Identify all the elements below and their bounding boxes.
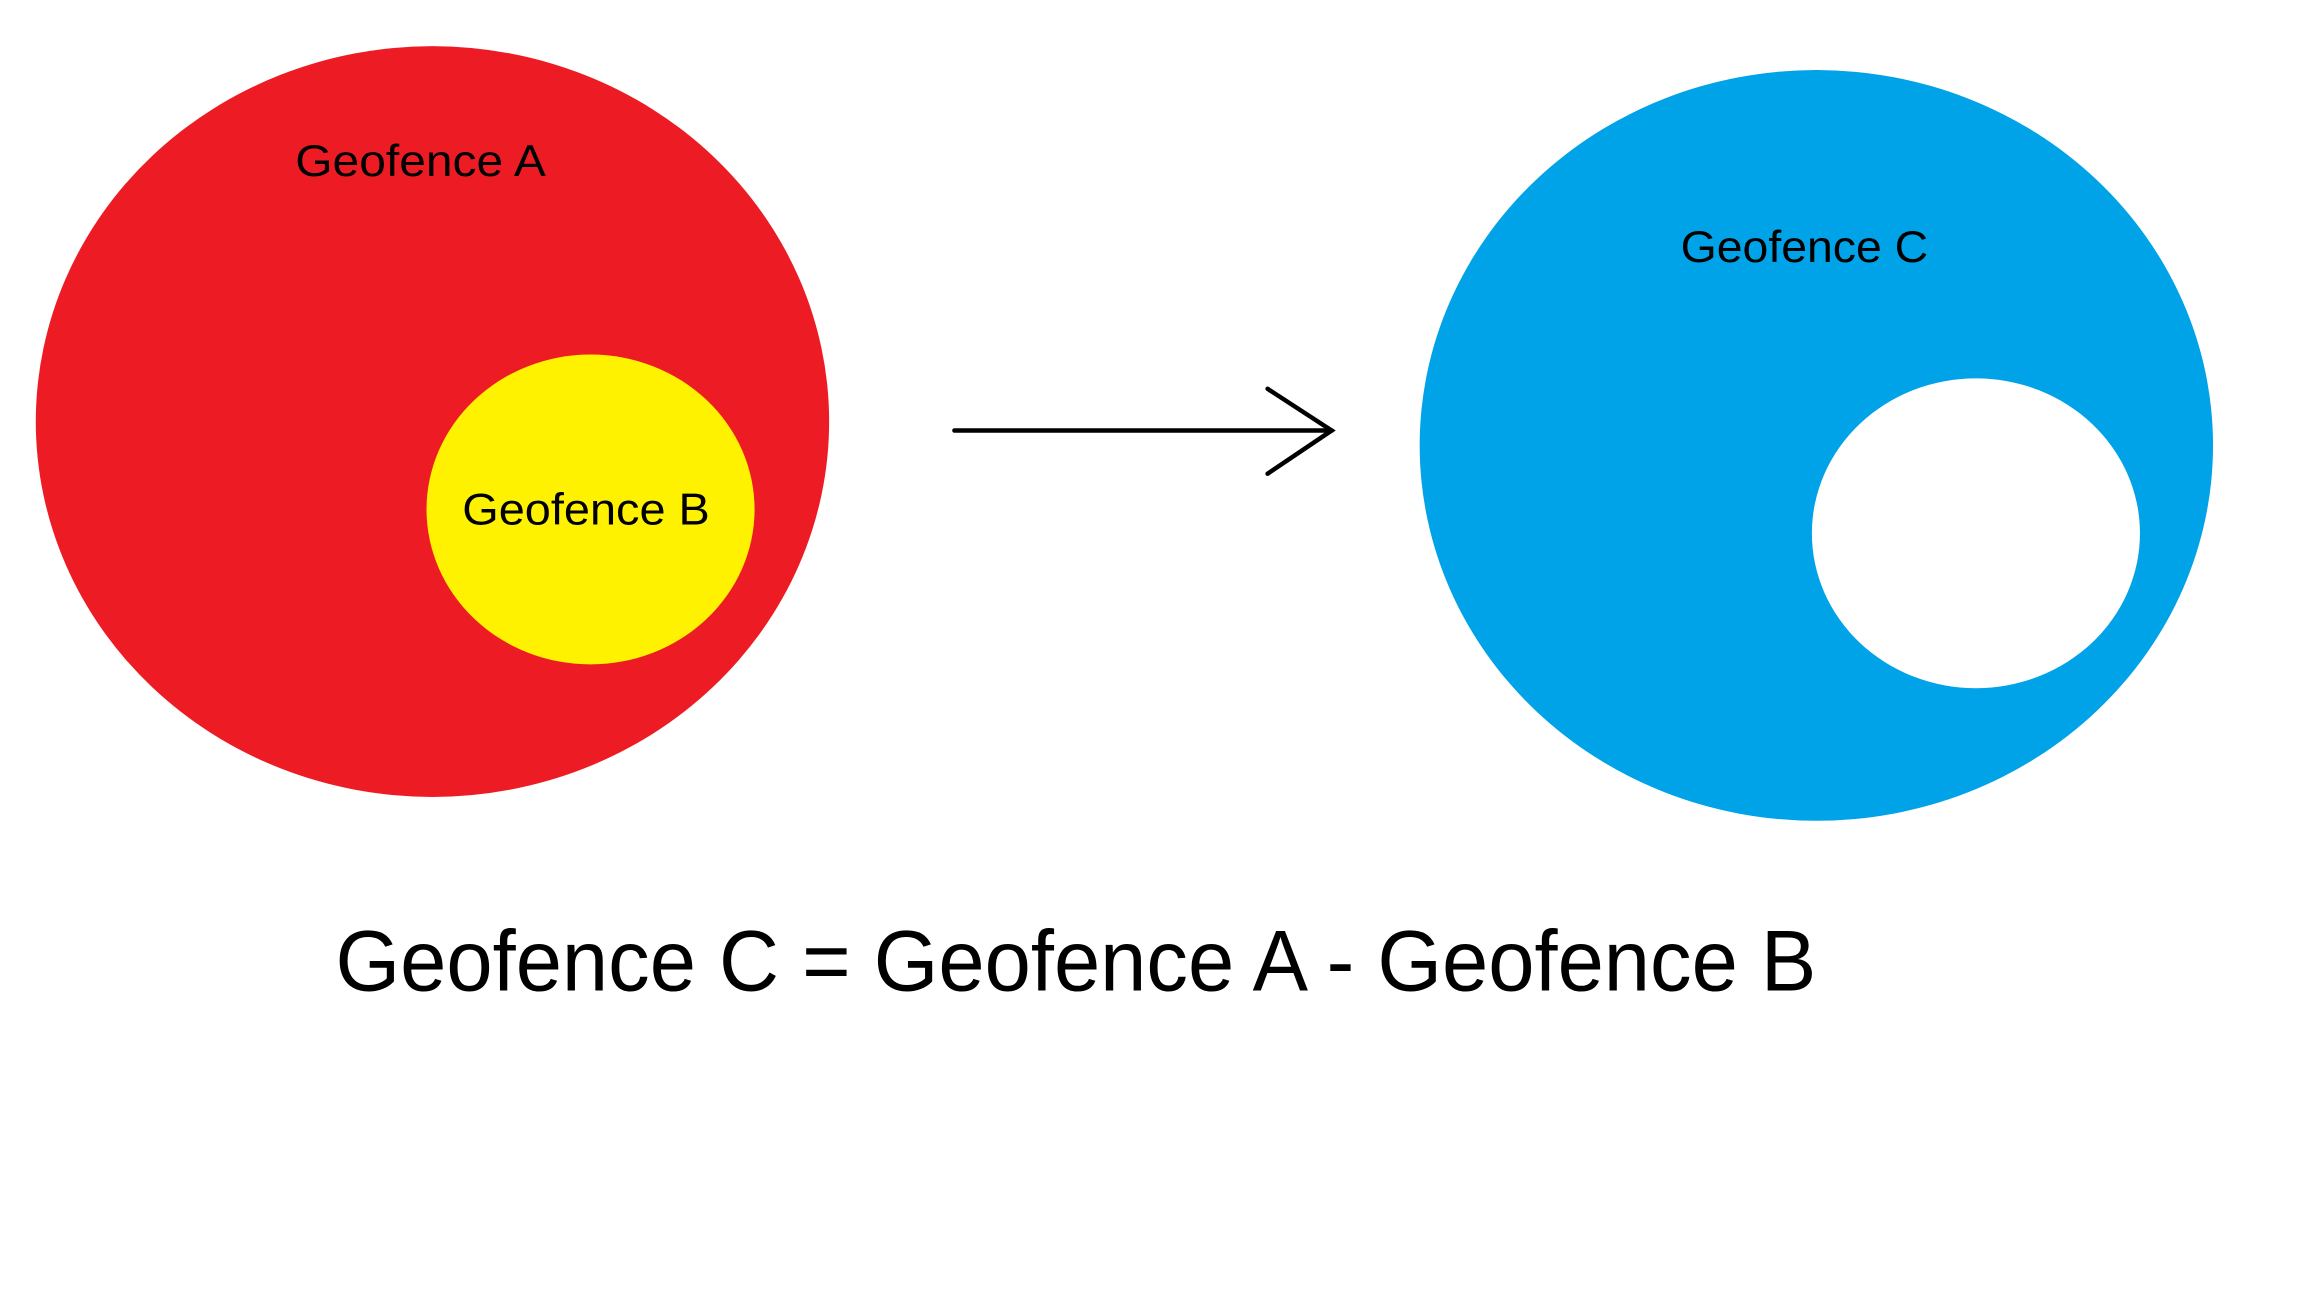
geofence-c-hole <box>1811 378 2140 689</box>
geofence-c-label: Geofence C <box>1681 223 1929 272</box>
geofence-a-label: Geofence A <box>295 137 546 186</box>
formula-text: Geofence C = Geofence A - Geofence B <box>336 914 1817 1010</box>
geofence-b-shape <box>426 354 755 665</box>
geofence-b-label: Geofence B <box>462 485 710 534</box>
arrow-right-icon <box>952 386 1336 476</box>
